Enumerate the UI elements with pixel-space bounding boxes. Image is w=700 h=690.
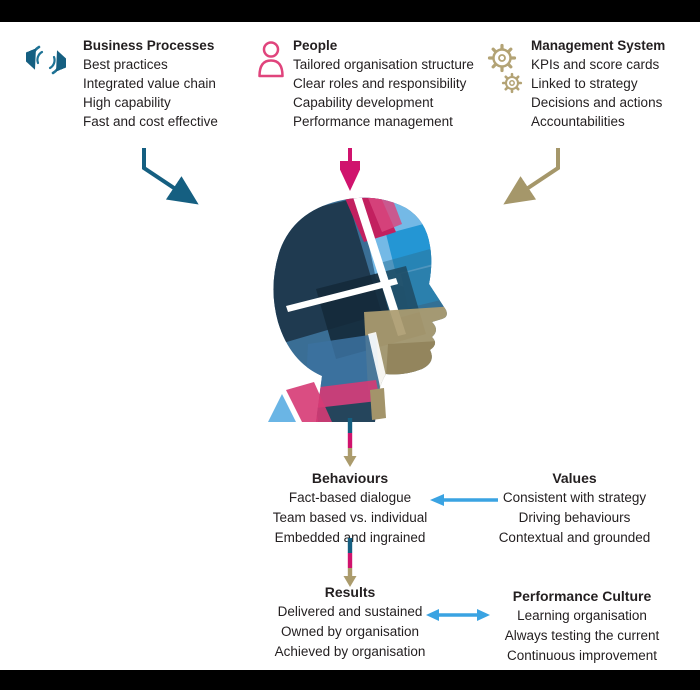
column-item: Fast and cost effective: [83, 114, 218, 129]
results-item: Owned by organisation: [280, 624, 420, 639]
neck-blue-accent: [268, 394, 296, 422]
arrow-results-performance-culture: [420, 606, 496, 624]
column-item: Capability development: [293, 95, 434, 110]
arrow-behaviours-to-results: [340, 538, 360, 588]
arrow-values-to-behaviours: [426, 492, 502, 508]
performance-culture-item: Always testing the current: [504, 628, 660, 643]
arrow-business-to-head: [118, 144, 210, 212]
head-mosaic-graphic: [256, 194, 456, 422]
behaviours-item: Team based vs. individual: [272, 510, 428, 525]
neck-tan-accent: [370, 388, 386, 420]
performance-culture-title: Performance Culture: [512, 588, 652, 604]
results-item: Achieved by organisation: [274, 644, 426, 659]
neck-pink-accent: [286, 382, 332, 422]
behaviours-item: Embedded and ingrained: [274, 530, 426, 545]
values-block: Values Consistent with strategy Driving …: [482, 468, 667, 548]
results-title: Results: [324, 584, 376, 600]
column-item: Tailored organisation structure: [293, 57, 474, 72]
gears-icon: [486, 40, 524, 98]
performance-culture-item: Learning organisation: [517, 608, 647, 623]
person-icon: [256, 40, 286, 80]
performance-culture-item: Continuous improvement: [506, 648, 658, 663]
column-title: Business Processes: [83, 38, 215, 53]
results-item: Delivered and sustained: [277, 604, 423, 619]
column-item: Linked to strategy: [531, 76, 638, 91]
behaviours-title: Behaviours: [311, 470, 389, 486]
behaviours-item: Fact-based dialogue: [288, 490, 412, 505]
results-block: Results Delivered and sustained Owned by…: [240, 582, 460, 662]
performance-culture-block: Performance Culture Learning organisatio…: [487, 586, 677, 666]
column-item: Best practices: [83, 57, 168, 72]
top-black-bar: [0, 0, 700, 22]
column-item: Integrated value chain: [83, 76, 216, 91]
arrow-people-to-head: [340, 146, 360, 194]
column-item: Decisions and actions: [531, 95, 663, 110]
values-item: Consistent with strategy: [502, 490, 647, 505]
people-block: People Tailored organisation structure C…: [293, 36, 474, 131]
arrow-management-to-head: [490, 144, 582, 212]
column-item: Performance management: [293, 114, 453, 129]
management-system-block: Management System KPIs and score cards L…: [531, 36, 665, 131]
business-processes-block: Business Processes Best practices Integr…: [83, 36, 218, 131]
column-item: Accountabilities: [531, 114, 625, 129]
cycle-arrows-icon: [26, 40, 66, 80]
bottom-black-bar: [0, 670, 700, 690]
column-item: Clear roles and responsibility: [293, 76, 467, 91]
column-title: People: [293, 38, 338, 53]
arrow-head-to-behaviours: [340, 418, 360, 468]
values-item: Contextual and grounded: [498, 530, 651, 545]
values-title: Values: [552, 470, 597, 486]
values-item: Driving behaviours: [518, 510, 631, 525]
behaviours-block: Behaviours Fact-based dialogue Team base…: [240, 468, 460, 548]
column-title: Management System: [531, 38, 666, 53]
column-item: High capability: [83, 95, 171, 110]
column-item: KPIs and score cards: [531, 57, 660, 72]
